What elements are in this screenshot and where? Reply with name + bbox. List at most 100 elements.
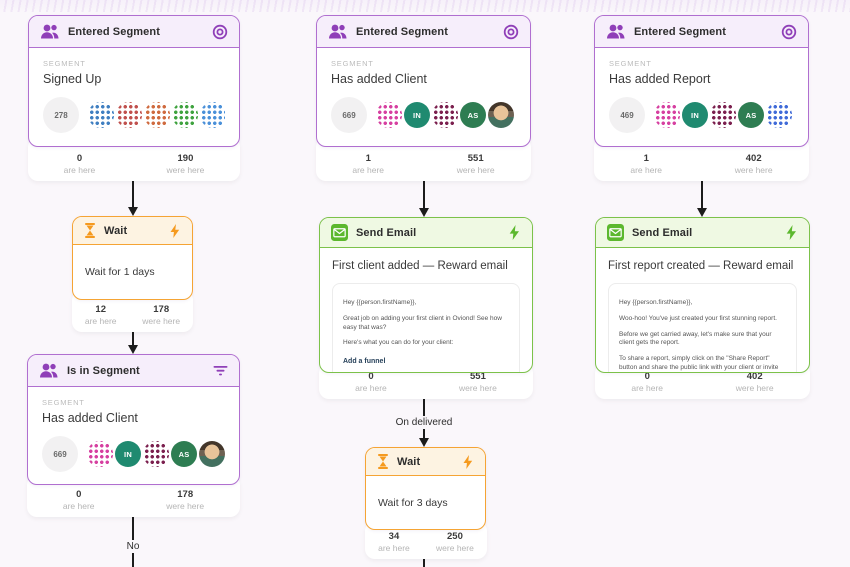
pattern-avatar: [710, 102, 736, 128]
edge-arrowhead: [697, 208, 707, 217]
email-preview[interactable]: Hey {{person.firstName}}, Great job on a…: [332, 283, 520, 372]
were-here-count: 178: [153, 304, 170, 315]
pattern-avatar: [88, 102, 114, 128]
photo-avatar: [199, 441, 225, 467]
email-line: Hey {{person.firstName}},: [343, 299, 417, 306]
member-count-badge: 278: [43, 97, 79, 133]
email-line: Hey {{person.firstName}},: [619, 299, 693, 306]
node-header: Send Email: [320, 218, 532, 248]
edge-arrowhead: [128, 345, 138, 354]
pattern-avatar: [432, 102, 458, 128]
node-wait-1-days[interactable]: Wait Wait for 1 days: [72, 216, 193, 300]
node-title: Send Email: [356, 226, 417, 239]
initials-avatar: IN: [682, 102, 708, 128]
edge-arrowhead: [128, 207, 138, 216]
avatar-row: 278: [43, 97, 225, 133]
edge-line: [132, 332, 134, 345]
pattern-avatar: [376, 102, 402, 128]
member-count-badge: 669: [42, 436, 78, 472]
were-here-label: were here: [456, 165, 495, 175]
lightning-icon[interactable]: [785, 225, 798, 240]
were-here-count: 250: [447, 531, 463, 542]
were-here-label: were here: [166, 501, 205, 511]
initials-avatar: AS: [738, 102, 764, 128]
node-header: Wait: [73, 217, 192, 245]
wait-duration-text: Wait for 1 days: [85, 266, 155, 278]
lightning-icon[interactable]: [169, 223, 181, 238]
edge-line: [423, 181, 425, 209]
avatar-row: 669 INASJJMBNP: [42, 436, 225, 472]
target-icon[interactable]: [503, 24, 519, 40]
edge-label-no: No: [121, 540, 145, 553]
email-preview[interactable]: Hey {{person.firstName}}, Woo-hoo! You'v…: [608, 283, 797, 372]
are-here-count: 0: [76, 489, 82, 500]
segment-value: Has added Report: [609, 72, 711, 86]
node-header: Entered Segment: [29, 16, 239, 48]
were-here-label: were here: [459, 383, 497, 393]
are-here-count: 0: [76, 153, 83, 164]
filter-icon[interactable]: [213, 365, 228, 377]
are-here-label: are here: [630, 165, 663, 175]
are-here-count: 1: [365, 153, 371, 164]
hourglass-icon: [84, 223, 96, 238]
segment-label: SEGMENT: [42, 398, 85, 407]
target-icon[interactable]: [212, 24, 228, 40]
avatar-row: 669 INASJJMBNP: [331, 97, 516, 133]
were-here-label: were here: [735, 383, 774, 393]
segment-value: Has added Client: [331, 72, 427, 86]
node-entered-segment-signed-up[interactable]: Entered Segment SEGMENT Signed Up 278: [28, 15, 240, 147]
were-here-count: 178: [177, 489, 194, 500]
node-title: Entered Segment: [68, 25, 160, 38]
node-send-email-first-report[interactable]: Send Email First report created — Reward…: [595, 217, 810, 373]
pattern-avatar: [172, 102, 198, 128]
were-here-count: 402: [746, 371, 763, 382]
hourglass-icon: [377, 454, 389, 469]
are-here-label: are here: [352, 165, 385, 175]
avatar-list: [88, 102, 225, 128]
wait-duration-text: Wait for 3 days: [378, 497, 448, 509]
are-here-count: 12: [95, 304, 106, 315]
pattern-avatar: [143, 441, 169, 467]
initials-avatar: AS: [171, 441, 197, 467]
people-icon: [606, 24, 626, 39]
node-entered-segment-added-report[interactable]: Entered Segment SEGMENT Has added Report…: [594, 15, 809, 147]
avatar-list: INASJJMBNP: [376, 102, 516, 128]
people-icon: [39, 363, 59, 378]
initials-avatar: AS: [460, 102, 486, 128]
target-icon[interactable]: [781, 24, 797, 40]
email-line: To share a report, simply click on the "…: [619, 355, 779, 371]
background-decoration: [0, 0, 850, 12]
edge-label-on-delivered: On delivered: [390, 416, 458, 429]
node-wait-3-days[interactable]: Wait Wait for 3 days: [365, 447, 486, 530]
edge-line: [701, 181, 703, 209]
segment-value: Signed Up: [43, 72, 102, 86]
node-is-in-segment[interactable]: Is in Segment SEGMENT Has added Client 6…: [27, 354, 240, 485]
are-here-label: are here: [84, 316, 117, 326]
people-icon: [328, 24, 348, 39]
node-title: Entered Segment: [634, 25, 726, 38]
pattern-avatar: [200, 102, 225, 128]
node-title: Is in Segment: [67, 364, 140, 377]
email-line: Woo-hoo! You've just created your first …: [619, 314, 777, 322]
email-subject: First client added — Reward email: [332, 260, 508, 272]
node-title: Entered Segment: [356, 25, 448, 38]
node-entered-segment-added-client[interactable]: Entered Segment SEGMENT Has added Client…: [316, 15, 531, 147]
were-here-label: were here: [166, 165, 205, 175]
were-here-count: 551: [470, 371, 486, 382]
segment-label: SEGMENT: [609, 59, 652, 68]
are-here-label: are here: [378, 543, 410, 553]
node-send-email-first-client[interactable]: Send Email First client added — Reward e…: [319, 217, 533, 373]
edge-line: [132, 181, 134, 208]
avatar-row: 469 INASMMWACLSI: [609, 97, 794, 133]
email-line: Great job on adding your first client in…: [343, 314, 502, 331]
are-here-label: are here: [63, 165, 96, 175]
are-here-count: 0: [368, 371, 374, 382]
lightning-icon[interactable]: [508, 225, 521, 240]
avatar-list: INASJJMBNP: [87, 441, 225, 467]
node-title: Wait: [397, 455, 421, 468]
initials-avatar: IN: [115, 441, 141, 467]
edge-arrowhead: [419, 208, 429, 217]
people-icon: [40, 24, 60, 39]
lightning-icon[interactable]: [462, 454, 474, 469]
pattern-avatar: [144, 102, 170, 128]
